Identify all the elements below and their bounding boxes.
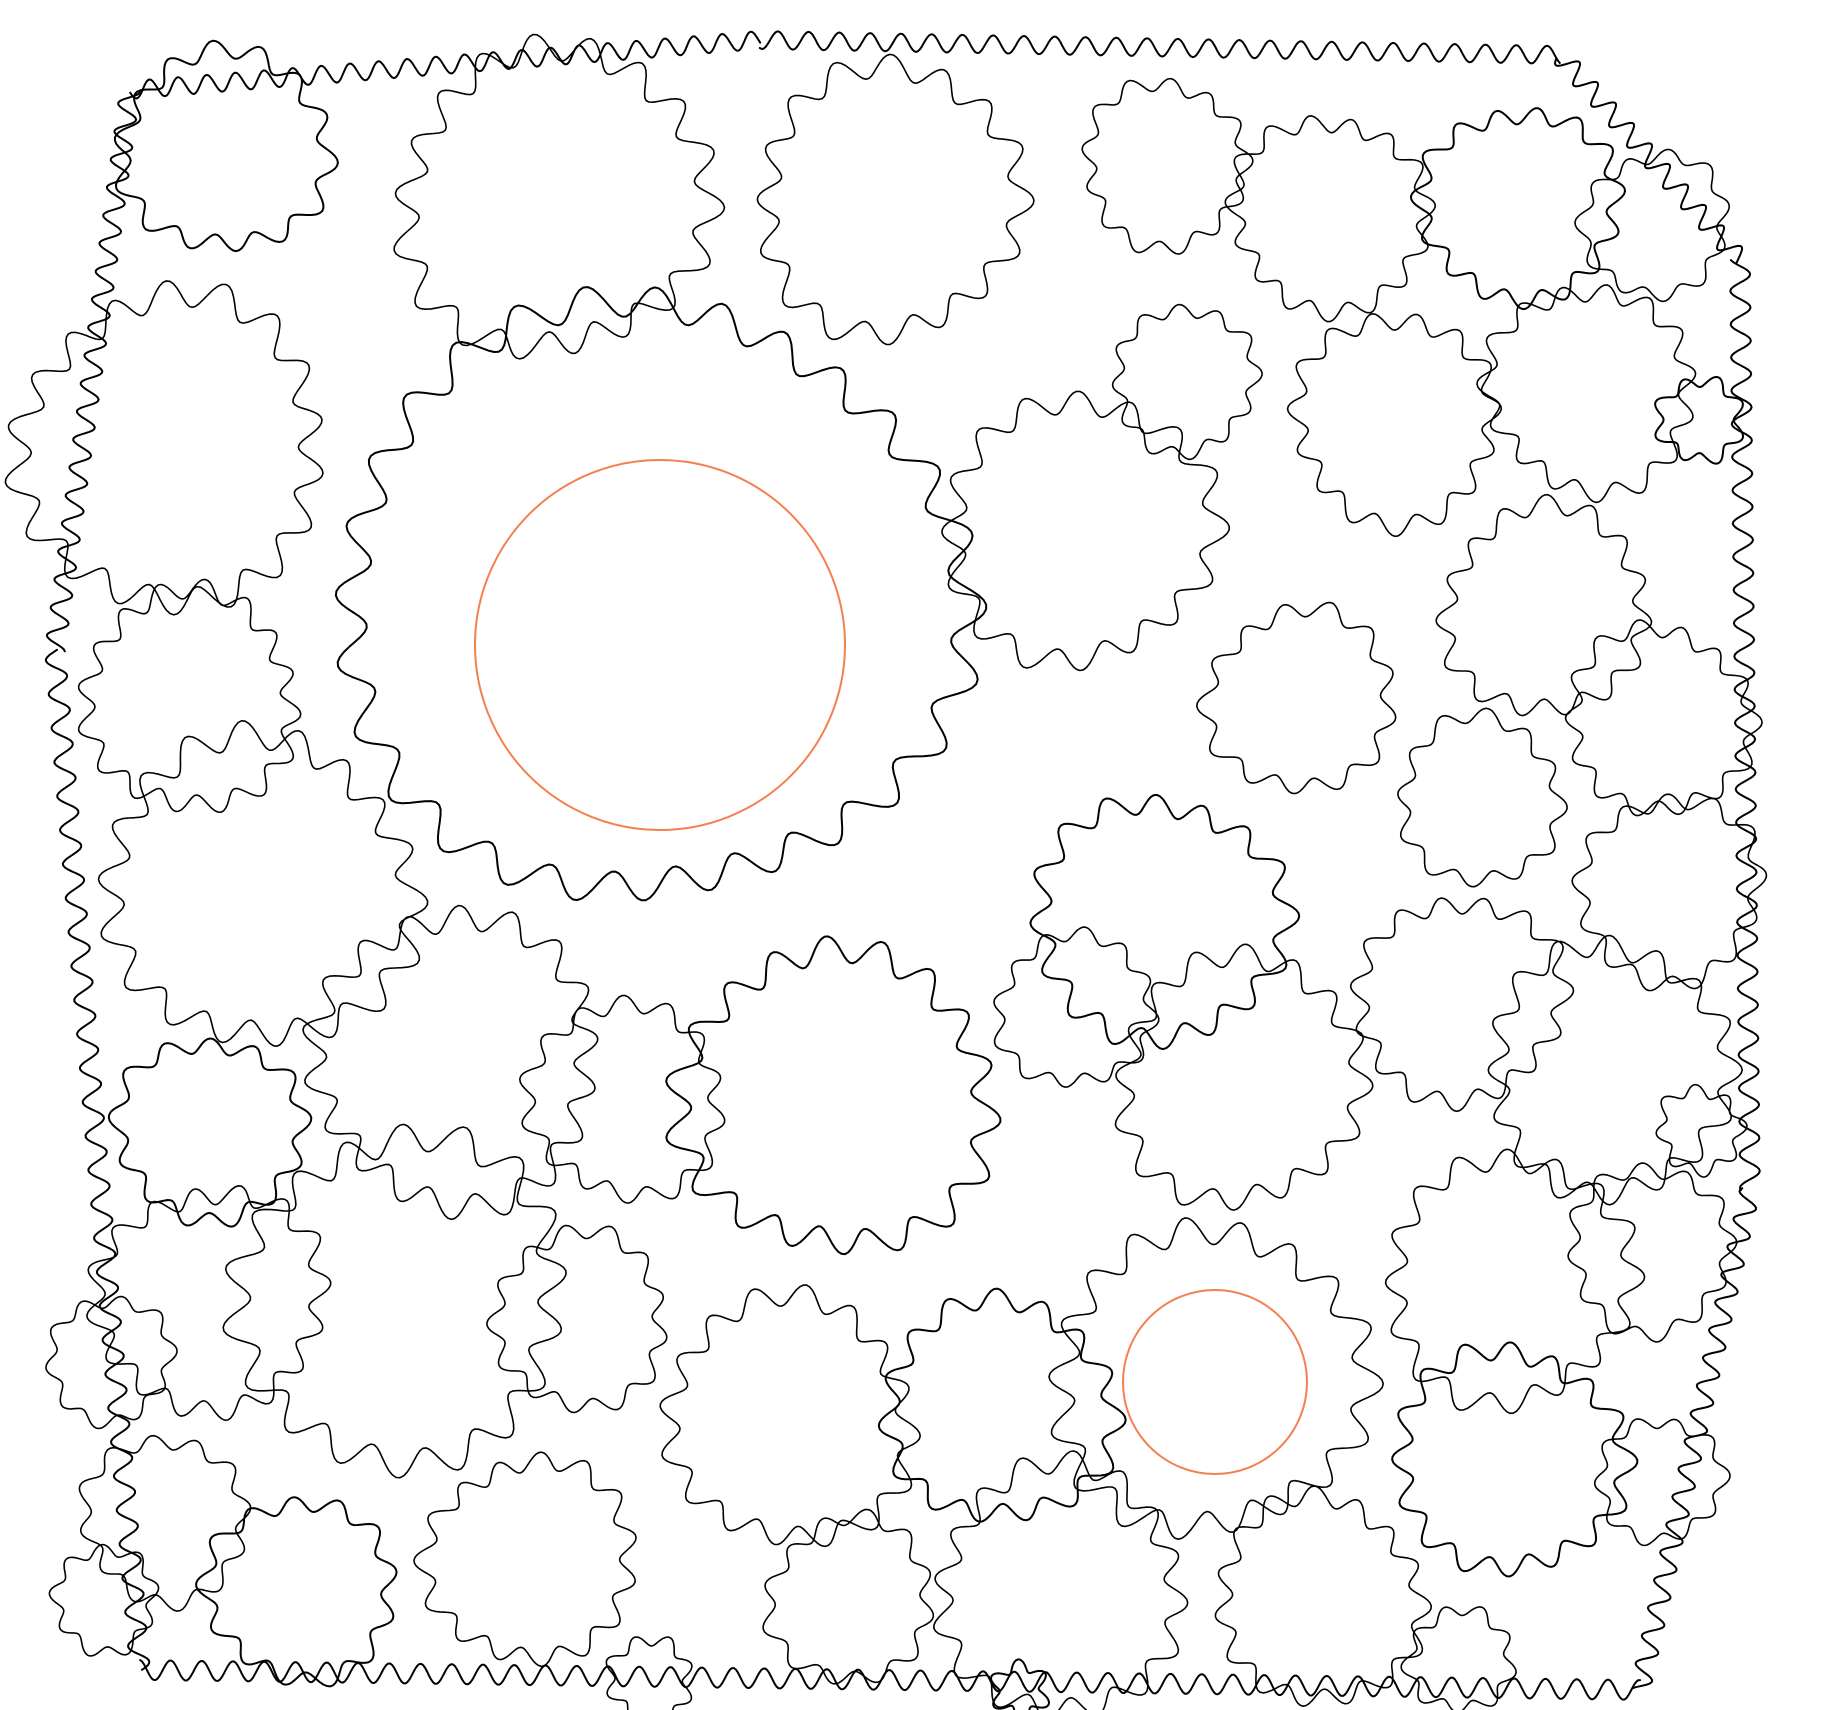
gear-cell [45,1295,178,1430]
gear-cell [1435,494,1653,717]
gear-cell [1081,77,1254,255]
gear-cell [222,1123,567,1479]
boundary-edge [1631,1187,1757,1690]
gear-cell [665,935,1002,1256]
gear-cell [1384,1148,1646,1415]
gear-cell [1029,793,1301,1051]
gear-cell [413,1451,637,1668]
gear-cell [334,286,988,902]
gear-cell [1655,1083,1748,1178]
boundary-edge [44,648,151,1671]
gear-cell [97,720,429,1047]
gear-cell [195,1496,398,1688]
highlight-circle [1122,1289,1308,1475]
gear-cell [1349,897,1575,1113]
boundary-edge [139,1659,1642,1701]
gear-cell [933,1450,1189,1710]
boundary-edge [1729,259,1761,1192]
gear-cell [1111,303,1263,461]
gear-cell [86,1185,332,1421]
boundary-edge [46,90,141,653]
gear-cell [605,1636,693,1710]
boundary-edge [129,30,762,100]
gear-cell [1487,934,1743,1206]
gear-cell [1214,1485,1433,1707]
gear-cell [1574,148,1731,303]
gear-cell [519,994,726,1204]
gear-cell [941,390,1230,672]
gear-cell [1476,284,1697,504]
gear-cells [4,33,1768,1710]
gear-cell [4,280,324,616]
gear-cell [1654,376,1744,465]
gear-cell [1564,619,1763,817]
gear-cell [1397,707,1568,888]
gear-cell [393,33,726,360]
gear-cell [877,1287,1127,1523]
gear-cell [993,926,1160,1088]
gear-cell [1571,793,1768,992]
gear-cell [77,578,302,813]
gear-cell [756,53,1035,346]
gear-cell [990,1658,1050,1710]
gear-cell [1286,313,1503,538]
gear-cell [1196,601,1397,795]
boundary-edge [1554,57,1744,265]
gear-cell [113,39,339,253]
gear-cell [1391,1341,1639,1578]
gear-cell [486,1224,668,1414]
highlight-circle [474,459,846,831]
gear-cell [302,904,599,1221]
boundary-edge [758,30,1561,65]
gear-cell [659,1284,921,1548]
outer-boundary [44,30,1761,1701]
gear-cell [1409,107,1626,311]
gear-cell [1567,1162,1738,1343]
gear-cell [1048,1217,1384,1540]
gear-cell [1114,943,1374,1211]
gear-cell [1593,1418,1731,1547]
gear-cell [107,1037,313,1228]
gear-cell [762,1508,935,1685]
gear-cell [1400,1606,1517,1710]
gear-cell [1224,115,1436,323]
highlight-circles [474,459,1308,1475]
gear-cell [78,1434,252,1612]
